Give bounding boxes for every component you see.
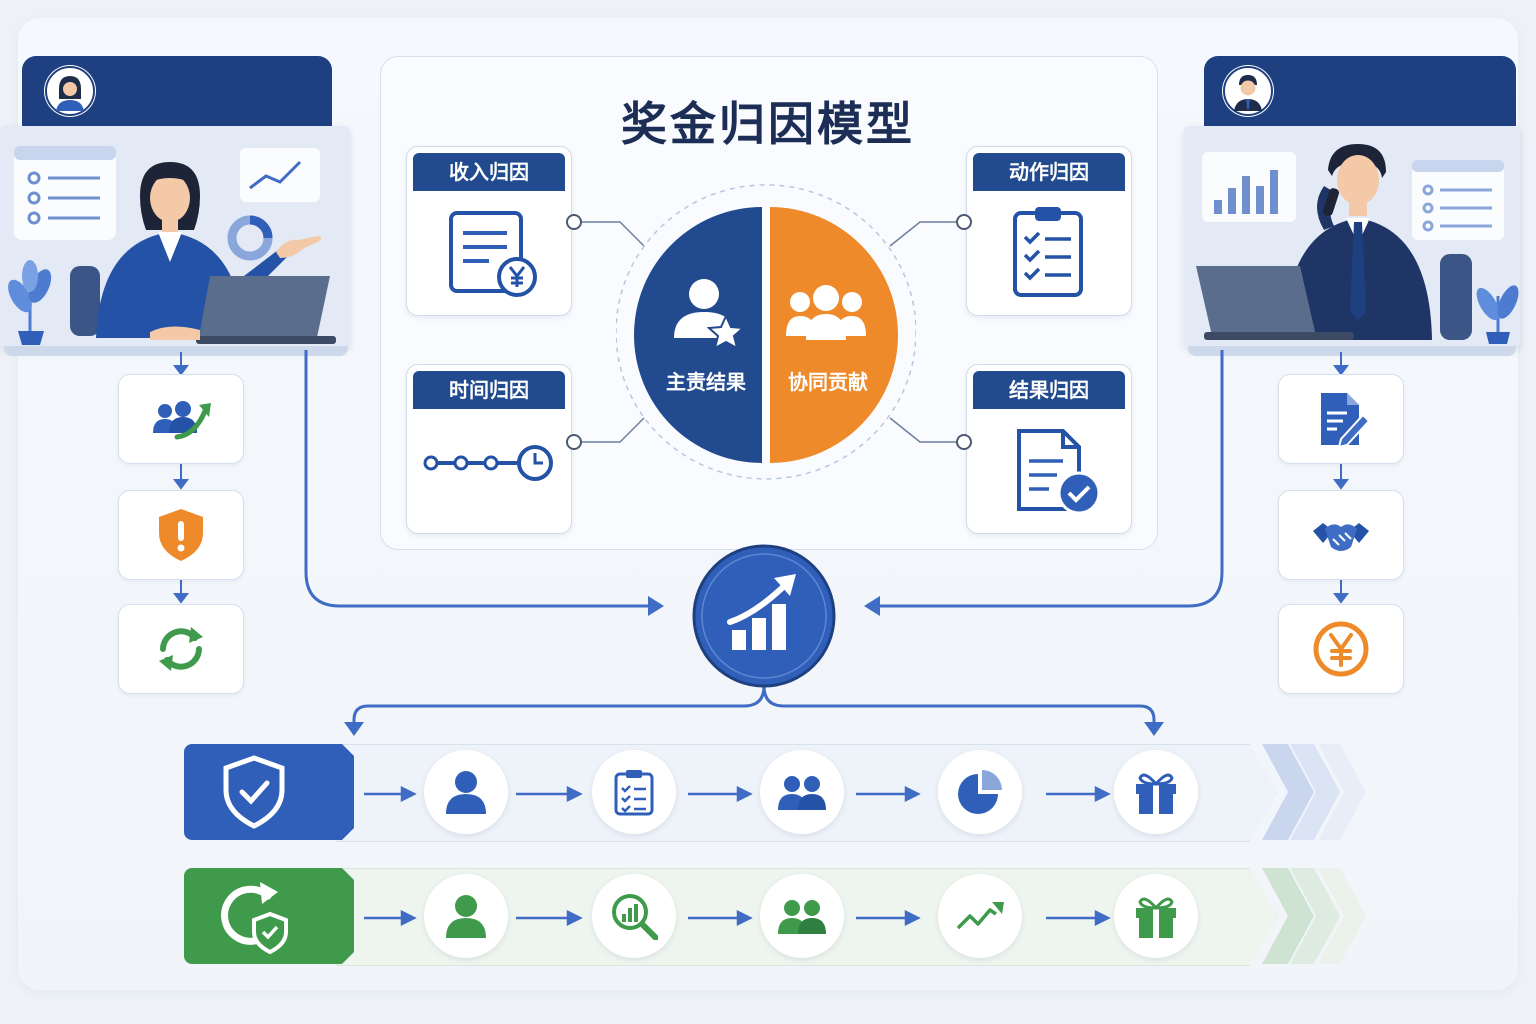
collaboration-group-icon: [786, 285, 866, 340]
search-chart-icon: [612, 894, 658, 940]
model-title-wrap: 奖金归因模型: [380, 0, 1156, 200]
trend-line-icon: [956, 902, 1004, 930]
warning-shield-icon: [159, 509, 203, 561]
document-check-icon: [1017, 429, 1101, 515]
connector-dot: [566, 434, 582, 450]
left-step-arrows: [173, 352, 189, 604]
invoice-yen-icon: [449, 211, 537, 297]
timeline-clock-icon: [423, 445, 553, 481]
person-icon: [446, 771, 486, 814]
group-icon: [778, 900, 826, 934]
row-arrows-green: [364, 909, 1111, 927]
connector-dot: [956, 214, 972, 230]
connector-dot: [956, 434, 972, 450]
row-node-person: [424, 750, 508, 834]
attr-card-label: 动作归因: [973, 153, 1125, 191]
shield-check-icon: [223, 755, 285, 829]
person-star-icon: [674, 279, 746, 350]
left-scene-base: [4, 346, 348, 356]
row-node-checklist: [592, 750, 676, 834]
female-avatar-icon: [44, 65, 96, 117]
attr-card-label: 收入归因: [413, 153, 565, 191]
row-arrows-blue: [364, 785, 1111, 803]
right-person-illustration: [1184, 126, 1520, 348]
clipboard-checklist-icon: [614, 770, 654, 816]
model-title: 奖金归因模型: [621, 97, 915, 151]
row-node-pie: [938, 750, 1022, 834]
right-scene-base: [1188, 346, 1516, 356]
row-node-search-chart: [592, 874, 676, 958]
right-step-document-edit: [1278, 374, 1404, 464]
pie-right-label: 协同贡献: [788, 370, 868, 394]
growth-bars-icon: [727, 574, 796, 650]
center-pie: [616, 184, 916, 480]
left-step-team-growth: [118, 374, 244, 464]
row-node-group: [760, 874, 844, 958]
attr-card-label: 时间归因: [413, 371, 565, 409]
left-person-header: [22, 56, 332, 126]
group-icon: [778, 776, 826, 810]
yen-coin-icon: [1313, 621, 1369, 677]
right-person-header: [1204, 56, 1516, 126]
row-chevrons-blue: [1262, 744, 1366, 840]
attr-card-result: 结果归因: [966, 364, 1132, 534]
growth-hub[interactable]: [690, 542, 838, 690]
row-node-gift: [1114, 874, 1198, 958]
right-step-yen: [1278, 604, 1404, 694]
refresh-cycle-icon: [159, 627, 203, 671]
connector-dot: [566, 214, 582, 230]
attr-card-revenue: 收入归因: [406, 146, 572, 316]
person-icon: [446, 895, 486, 938]
right-step-handshake: [1278, 490, 1404, 580]
attr-card-action: 动作归因: [966, 146, 1132, 316]
left-person-illustration: [0, 126, 350, 348]
male-avatar-icon: [1222, 65, 1274, 117]
row-label-green: [184, 868, 354, 964]
attr-card-label: 结果归因: [973, 371, 1125, 409]
left-step-refresh: [118, 604, 244, 694]
clipboard-checklist-icon: [1013, 207, 1083, 297]
gift-icon: [1136, 773, 1176, 814]
document-edit-icon: [1321, 393, 1371, 449]
row-node-person: [424, 874, 508, 958]
pie-chart-icon: [958, 770, 1002, 814]
row-node-gift: [1114, 750, 1198, 834]
left-step-warning: [118, 490, 244, 580]
row-node-trend: [938, 874, 1022, 958]
team-growth-icon: [153, 401, 211, 440]
card-connectors: [580, 221, 960, 443]
row-label-blue: [184, 744, 354, 840]
pie-left-label: 主责结果: [666, 370, 746, 394]
refresh-shield-icon: [221, 882, 288, 955]
handshake-icon: [1313, 523, 1369, 551]
row-chevrons-green: [1262, 868, 1366, 964]
row-node-group: [760, 750, 844, 834]
gift-icon: [1136, 897, 1176, 938]
right-step-arrows: [1333, 352, 1349, 604]
